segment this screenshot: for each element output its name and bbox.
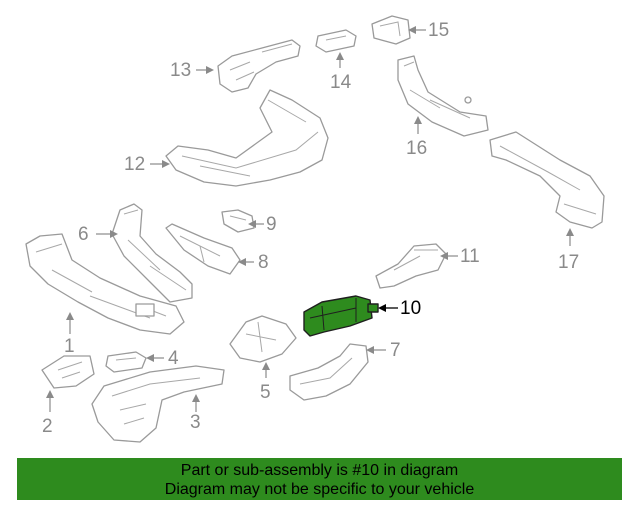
part-15-nozzle[interactable]	[371, 15, 411, 45]
callout-7: 7	[366, 340, 401, 361]
svg-text:7: 7	[390, 340, 401, 361]
callout-10: 10	[378, 298, 421, 319]
part-12-center-duct[interactable]	[165, 89, 329, 187]
callout-15: 15	[408, 20, 449, 41]
callout-17: 17	[558, 228, 579, 273]
banner-line-disclaimer: Diagram may not be specific to your vehi…	[164, 481, 475, 498]
svg-text:16: 16	[406, 138, 427, 159]
svg-text:13: 13	[170, 60, 191, 81]
part-4-clip[interactable]	[105, 351, 147, 373]
callout-1: 1	[64, 312, 75, 357]
callout-9: 9	[248, 214, 277, 235]
svg-text:8: 8	[258, 252, 269, 273]
callout-6: 6	[78, 224, 118, 245]
svg-text:6: 6	[78, 224, 89, 245]
svg-text:12: 12	[124, 154, 145, 175]
callout-14: 14	[330, 52, 352, 93]
callout-12: 12	[124, 154, 170, 175]
callout-2: 2	[42, 390, 54, 437]
part-17-rear-duct[interactable]	[489, 131, 605, 229]
svg-text:1: 1	[64, 336, 75, 357]
callout-5: 5	[260, 362, 271, 403]
svg-text:9: 9	[266, 214, 277, 235]
callout-8: 8	[238, 252, 269, 273]
svg-text:10: 10	[400, 298, 421, 319]
svg-text:3: 3	[190, 412, 201, 433]
callout-16: 16	[406, 116, 427, 159]
part-3-lower-duct[interactable]	[91, 365, 225, 443]
banner-line-part: Part or sub-assembly is #10 in diagram	[180, 462, 459, 479]
part-9-bracket[interactable]	[221, 209, 255, 233]
part-1-main-duct[interactable]	[25, 233, 185, 335]
part-2-elbow[interactable]	[41, 355, 95, 389]
part-8-bracket[interactable]	[165, 223, 241, 275]
svg-text:5: 5	[260, 382, 271, 403]
callout-11: 11	[440, 246, 480, 267]
svg-text:14: 14	[330, 72, 352, 93]
part-11-duct[interactable]	[375, 243, 447, 289]
callout-4: 4	[146, 348, 179, 369]
callout-13: 13	[170, 60, 214, 81]
part-16-side-duct[interactable]	[397, 55, 489, 137]
part-10-highlighted-duct[interactable]	[303, 295, 379, 337]
part-14-clip[interactable]	[315, 29, 357, 53]
part-7-duct[interactable]	[289, 343, 369, 401]
part-13-duct[interactable]	[217, 39, 301, 93]
callout-3: 3	[190, 394, 201, 433]
svg-text:2: 2	[42, 416, 53, 437]
svg-text:11: 11	[460, 246, 480, 267]
svg-text:17: 17	[558, 252, 579, 273]
part-6-duct[interactable]	[111, 203, 193, 303]
svg-text:4: 4	[168, 348, 179, 369]
part-5-duct[interactable]	[229, 315, 297, 363]
svg-text:15: 15	[428, 20, 449, 41]
info-banner: Part or sub-assembly is #10 in diagram D…	[17, 458, 622, 500]
